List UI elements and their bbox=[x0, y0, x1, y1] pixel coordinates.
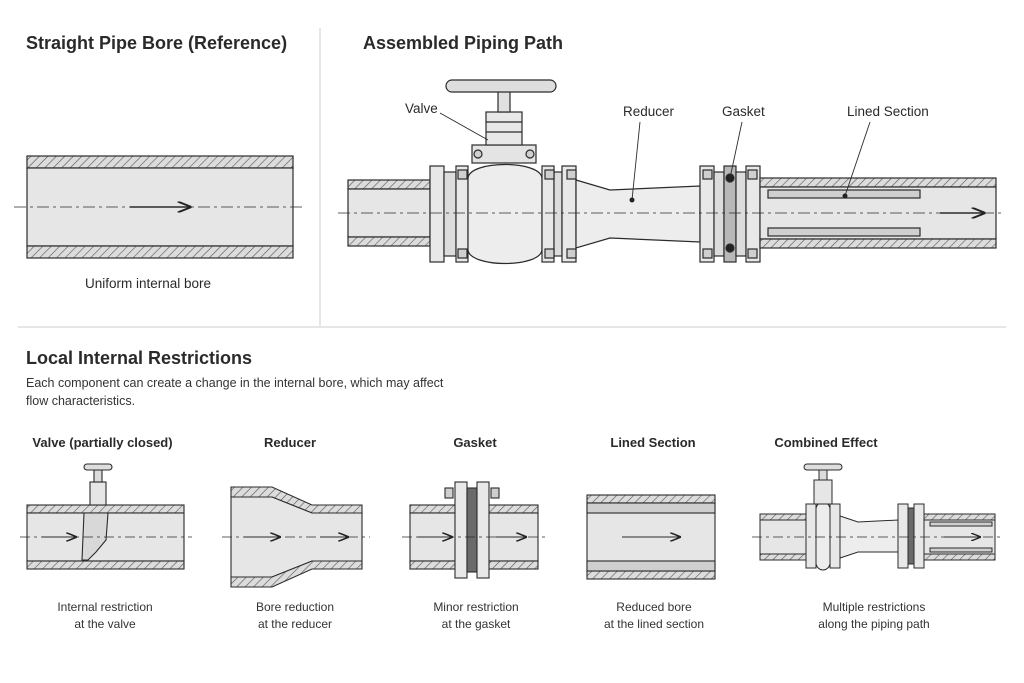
caption-line: Minor restriction bbox=[433, 600, 519, 614]
panel-title-gasket: Gasket bbox=[453, 435, 497, 450]
bolt-nut bbox=[457, 248, 468, 259]
bonnet-bolt bbox=[473, 149, 483, 159]
lined-pipe-wall-top bbox=[759, 177, 997, 188]
valve-handwheel bbox=[445, 79, 557, 93]
panel-caption-reducer: Bore reduction at the reducer bbox=[200, 599, 390, 633]
valve-inlet-flange-3 bbox=[455, 165, 469, 263]
bolt-nut bbox=[544, 169, 555, 180]
inlet-pipe-wall-top bbox=[347, 179, 431, 190]
assembled-path bbox=[338, 79, 1004, 264]
valve-stem bbox=[497, 89, 511, 113]
panel-caption-lined: Reduced bore at the lined section bbox=[559, 599, 749, 633]
lined-pipe-wall-bottom bbox=[759, 238, 997, 249]
panel-combined bbox=[752, 463, 1000, 571]
liner-bottom bbox=[767, 227, 921, 237]
valve-outlet-flange-2 bbox=[553, 171, 563, 257]
valve-inlet-flange bbox=[429, 165, 445, 263]
mini-liner-top bbox=[586, 502, 716, 514]
caption-line: along the piping path bbox=[818, 617, 930, 631]
caption-line: at the valve bbox=[74, 617, 136, 631]
reducer-body bbox=[575, 179, 701, 249]
mini-gasket bbox=[466, 487, 478, 573]
caption-line: at the reducer bbox=[257, 617, 333, 631]
gasket-flange-right bbox=[745, 165, 761, 263]
bolt-nut bbox=[566, 169, 577, 180]
valve-bonnet bbox=[485, 111, 523, 146]
bolt-nut bbox=[544, 248, 555, 259]
panel-lined bbox=[586, 494, 716, 580]
gasket-bead bbox=[725, 243, 735, 253]
assembly-title: Assembled Piping Path bbox=[363, 33, 564, 53]
valve-label: Valve bbox=[405, 101, 438, 116]
caption-line: Bore reduction bbox=[255, 600, 335, 614]
valve-leader bbox=[439, 112, 489, 141]
caption-line: at the gasket bbox=[441, 617, 511, 631]
panel-title-lined: Lined Section bbox=[610, 435, 696, 450]
lined-leader bbox=[844, 121, 871, 197]
mini-liner-bottom bbox=[586, 560, 716, 572]
panel-reducer bbox=[222, 486, 370, 588]
valve-outlet-flange-3 bbox=[561, 165, 577, 263]
valve-outlet-flange bbox=[541, 165, 555, 263]
bolt-nut bbox=[457, 169, 468, 180]
panel-caption-combined: Multiple restrictions along the piping p… bbox=[779, 599, 969, 633]
gasket-label: Gasket bbox=[722, 104, 765, 119]
panel-gasket bbox=[402, 481, 546, 579]
panel-caption-gasket: Minor restriction at the gasket bbox=[381, 599, 571, 633]
mini-valve-bonnet bbox=[89, 481, 107, 506]
caption-line: Multiple restrictions bbox=[822, 600, 926, 614]
inlet-pipe-wall-bottom bbox=[347, 236, 431, 247]
panel-caption-valve: Internal restriction at the valve bbox=[10, 599, 200, 633]
gasket-flange-left bbox=[699, 165, 715, 263]
caption-line: Internal restriction bbox=[57, 600, 153, 614]
panel-title-combined: Combined Effect bbox=[774, 435, 878, 450]
valve-disc-restriction bbox=[81, 512, 109, 561]
gasket-leader bbox=[729, 121, 743, 179]
valve-body bbox=[467, 164, 543, 264]
pipe-wall-bottom bbox=[26, 245, 294, 259]
restrictions-title: Local Internal Restrictions bbox=[26, 348, 253, 368]
valve-inlet-flange-2 bbox=[443, 171, 457, 257]
reference-pipe bbox=[14, 155, 305, 259]
caption-line: Reduced bore bbox=[616, 600, 692, 614]
restrictions-description: Each component can create a change in th… bbox=[26, 376, 444, 408]
panel-title-reducer: Reducer bbox=[263, 435, 317, 450]
lined-section-label: Lined Section bbox=[847, 104, 929, 119]
bolt-nut bbox=[566, 248, 577, 259]
panel-valve bbox=[20, 463, 192, 570]
reducer-label: Reducer bbox=[623, 104, 675, 119]
mini-valve-stem bbox=[93, 469, 103, 483]
panel-title-valve: Valve (partially closed) bbox=[32, 435, 173, 450]
reducer-leader bbox=[631, 121, 641, 201]
mini-handwheel bbox=[83, 463, 113, 471]
bonnet-bolt bbox=[525, 149, 535, 159]
caption-line: at the lined section bbox=[603, 617, 705, 631]
pipe-wall-top bbox=[26, 155, 294, 169]
reference-title: Straight Pipe Bore (Reference) bbox=[26, 33, 288, 53]
reference-caption: Uniform internal bore bbox=[85, 276, 212, 291]
